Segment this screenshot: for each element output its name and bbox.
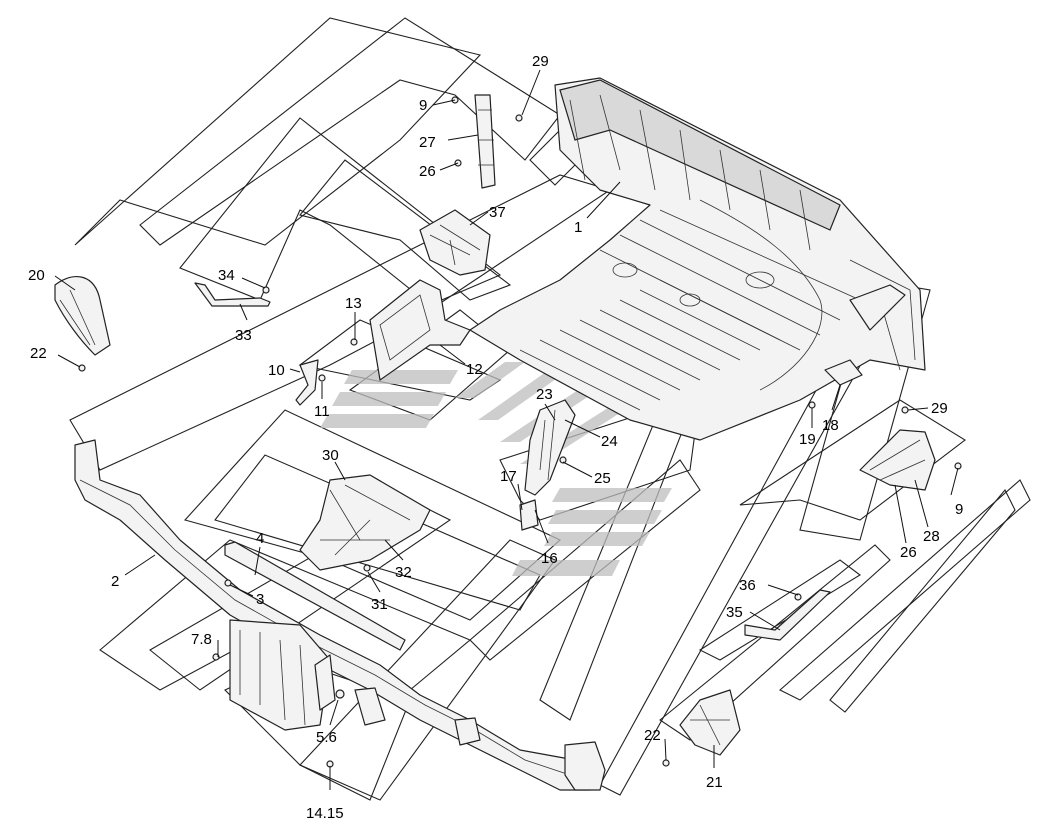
bracket-10	[295, 359, 326, 406]
label-2: 2	[111, 573, 119, 590]
label-21: 21	[706, 774, 723, 791]
label-12: 12	[466, 361, 483, 378]
label-29-top: 29	[532, 53, 549, 70]
label-18: 18	[822, 417, 839, 434]
bracket-37	[419, 209, 491, 276]
label-3: 3	[256, 591, 264, 608]
label-30: 30	[322, 447, 339, 464]
part-labels: 1 2 3 4 7.8 5.6 14.15 9 9 10 11 12 13 16…	[28, 53, 963, 822]
bumper-beam	[74, 439, 606, 791]
floor-pan-assembly	[469, 77, 926, 441]
label-24: 24	[601, 433, 618, 450]
label-17: 17	[500, 468, 517, 485]
rod-33	[194, 282, 271, 307]
label-20: 20	[28, 267, 45, 284]
rod-35	[744, 589, 831, 641]
bracket-14-15	[335, 687, 386, 726]
bracket-30	[299, 474, 431, 571]
label-11: 11	[314, 403, 330, 420]
label-5-6: 5.6	[316, 729, 337, 746]
label-34: 34	[218, 267, 235, 284]
label-9-top: 9	[419, 97, 427, 114]
bracket-7-8	[229, 619, 336, 731]
label-22-right: 22	[644, 727, 661, 744]
mount-21	[679, 689, 741, 756]
label-31: 31	[371, 596, 388, 613]
label-36: 36	[739, 577, 756, 594]
label-32: 32	[395, 564, 412, 581]
label-4: 4	[256, 530, 264, 547]
label-10: 10	[268, 362, 285, 379]
label-26-right: 26	[900, 544, 917, 561]
leader-lines	[54, 69, 959, 790]
panel-12	[369, 279, 471, 381]
label-33: 33	[235, 327, 252, 344]
label-26-top: 26	[419, 163, 436, 180]
label-14-15: 14.15	[306, 805, 344, 822]
label-1: 1	[574, 219, 582, 236]
label-13: 13	[345, 295, 362, 312]
label-25: 25	[594, 470, 611, 487]
mount-20	[54, 276, 111, 356]
label-9-right: 9	[955, 501, 963, 518]
label-29-right: 29	[931, 400, 948, 417]
label-22-left: 22	[30, 345, 47, 362]
bracket-18	[824, 359, 863, 386]
label-28: 28	[923, 528, 940, 545]
bracket-23	[519, 399, 576, 531]
bracket-28	[859, 429, 936, 491]
bracket-27	[474, 94, 496, 189]
bar-4	[224, 541, 406, 651]
label-16: 16	[541, 550, 558, 567]
label-23: 23	[536, 386, 553, 403]
label-35: 35	[726, 604, 743, 621]
label-27: 27	[419, 134, 436, 151]
label-7-8: 7.8	[191, 631, 212, 648]
label-19: 19	[799, 431, 816, 448]
label-37: 37	[489, 204, 506, 221]
